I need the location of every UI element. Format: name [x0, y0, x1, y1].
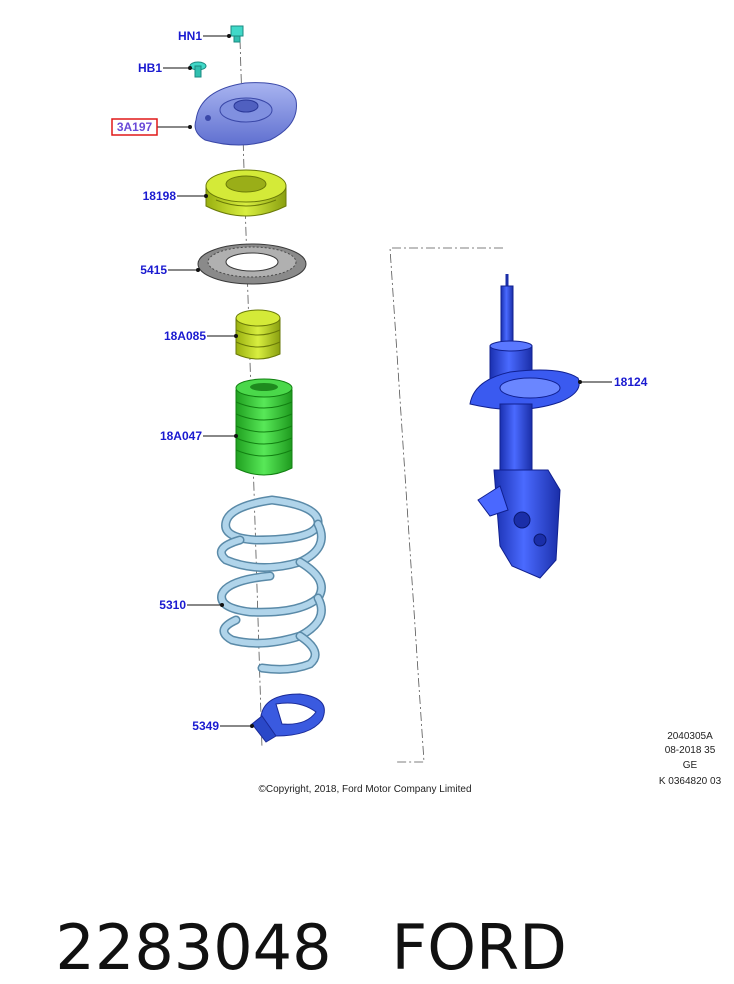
top-mount-icon: [194, 82, 297, 146]
label-hb1[interactable]: HB1: [138, 61, 162, 75]
bearing-icon: [205, 169, 287, 217]
label-bump-stop[interactable]: 18A085: [164, 329, 206, 343]
coil-spring-icon: [216, 495, 326, 674]
footer-caption: 2283048 FORD: [16, 838, 716, 984]
label-spring[interactable]: 5310: [159, 598, 186, 612]
label-mount[interactable]: 3A197: [117, 120, 153, 134]
meta-line-3: GE: [683, 760, 698, 771]
assembly-bracket: [389, 247, 503, 763]
meta-line-1: 2040305A: [667, 731, 713, 742]
stack-axis: [239, 39, 263, 749]
label-mount-highlight: [111, 118, 158, 136]
label-strut[interactable]: 18124: [614, 375, 648, 389]
nut-icon: [230, 25, 244, 43]
bump-stop-icon: [235, 309, 281, 360]
meta-line-4: K 0364820 03: [659, 776, 722, 787]
brand-name: FORD: [391, 911, 567, 984]
bolt-icon: [189, 61, 207, 78]
label-seat[interactable]: 5415: [140, 263, 167, 277]
meta-line-2: 08-2018 35: [665, 745, 716, 756]
label-boot[interactable]: 18A047: [160, 429, 202, 443]
label-hn1[interactable]: HN1: [178, 29, 202, 43]
copyright: ©Copyright, 2018, Ford Motor Company Lim…: [258, 784, 471, 795]
spring-insulator-icon: [251, 693, 325, 743]
strut-assembly-icon: [469, 274, 580, 579]
label-insulator[interactable]: 5349: [192, 719, 219, 733]
label-bearing[interactable]: 18198: [143, 189, 177, 203]
part-number: 2283048: [55, 911, 332, 984]
exploded-diagram: HN1 HB1 3A197 18198 5415 18A085 18A047 5…: [111, 25, 722, 795]
leader-lines: [157, 34, 612, 728]
dust-boot-icon: [235, 378, 293, 476]
spring-seat-icon: [197, 243, 307, 285]
